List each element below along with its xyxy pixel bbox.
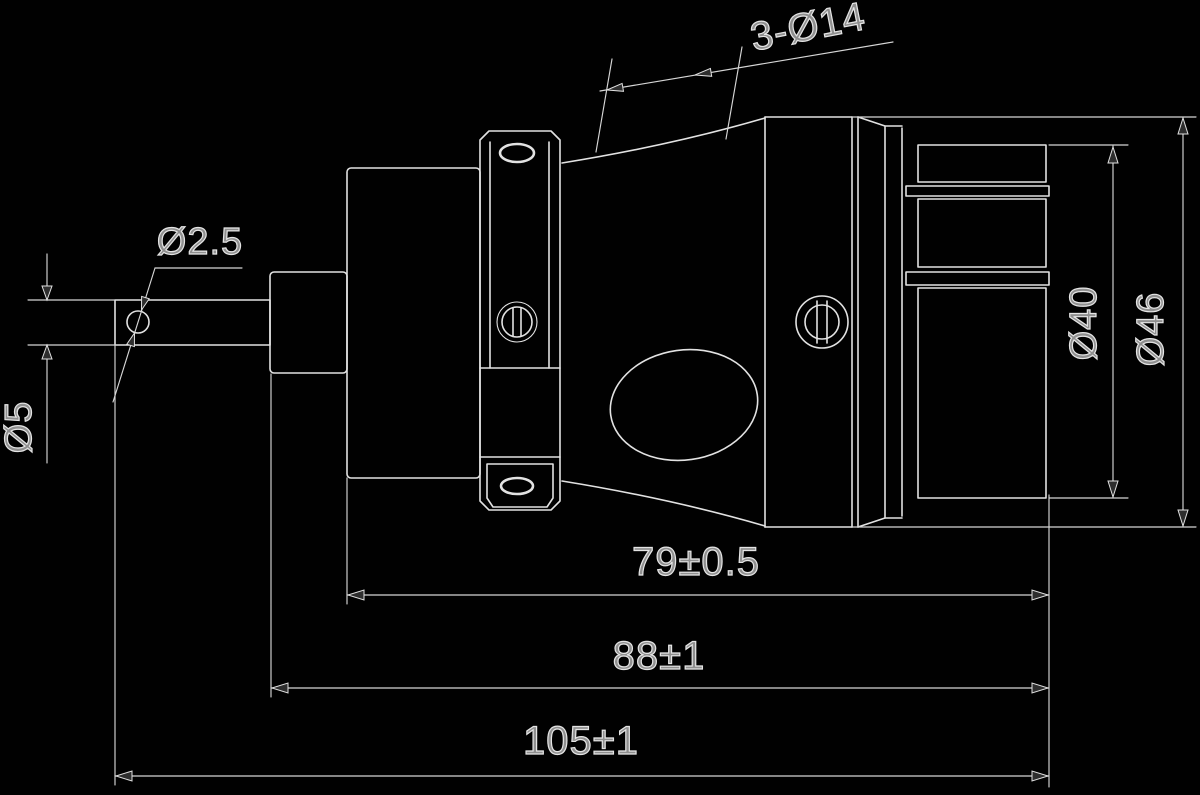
cross-hole-circle [126, 310, 150, 334]
cross-hole-label: Ø2.5 [156, 221, 244, 263]
connector-plug [905, 144, 1050, 499]
dimension-length-79 [346, 589, 1050, 601]
dimension-linework [27, 41, 1197, 788]
dimension-cross-hole [112, 267, 243, 403]
length-88-label: 88±1 [612, 634, 706, 678]
part-outline [114, 116, 1050, 528]
dimension-body-diameter [851, 116, 1197, 528]
plug-diameter-label: Ø40 [1062, 285, 1105, 361]
cone-section [561, 116, 766, 528]
shaft-diameter-label: Ø5 [0, 400, 41, 454]
flange-ear-hole-bottom [499, 476, 535, 496]
mounting-flange [479, 130, 561, 511]
flange-ear-hole-top [498, 142, 536, 164]
length-105-label: 105±1 [522, 719, 639, 763]
body-section [346, 167, 481, 479]
body-diameter-label: Ø46 [1129, 291, 1172, 367]
dimension-length-105 [114, 770, 1050, 782]
body-cylinder [764, 116, 903, 528]
dimension-plug-diameter [1048, 144, 1129, 499]
length-79-label: 79±0.5 [631, 540, 761, 584]
dimension-bolt-holes [595, 41, 894, 153]
flange-screw-head [496, 301, 538, 343]
oblique-hole-ellipse [609, 348, 759, 462]
length-extension-lines [114, 344, 1050, 788]
step-block [269, 271, 348, 374]
body-screw-head [795, 295, 849, 349]
dimension-shaft-diameter [27, 253, 116, 464]
dimension-length-88 [270, 682, 1050, 694]
